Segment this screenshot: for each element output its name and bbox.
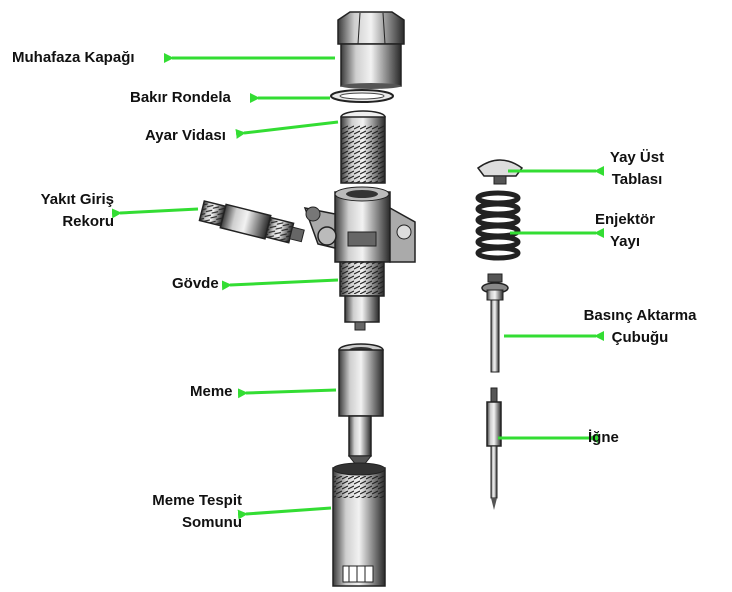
arrow-govde (221, 278, 339, 291)
arrow-meme-tespit (237, 506, 332, 520)
arrow-yakit (111, 207, 199, 219)
label-yay-ust-line1: Yay Üst (609, 149, 665, 166)
label-meme-tespit-line2: Somunu (182, 514, 242, 531)
label-arrows (111, 53, 604, 520)
label-yakit-giris-line1: Yakıt Giriş (40, 191, 114, 208)
label-meme-tespit-line1: Meme Tespit (152, 492, 242, 509)
label-igne: İğne (588, 429, 619, 446)
nozzle-part (338, 343, 384, 471)
nozzle-nut-part (332, 462, 386, 587)
needle-part (486, 387, 502, 510)
label-meme: Meme (190, 383, 233, 400)
label-bakir-rondela: Bakır Rondela (130, 89, 231, 106)
arrow-ayar (235, 120, 339, 139)
copper-washer-part (330, 89, 394, 103)
body-part (303, 186, 416, 331)
label-basinc-line1: Basınç Aktarma (583, 307, 697, 324)
label-ayar-vidasi: Ayar Vidası (145, 127, 226, 144)
arrow-meme (237, 388, 337, 399)
label-yakit-giris-line2: Rekoru (62, 213, 114, 230)
label-enjektor-line2: Yayı (609, 233, 641, 250)
adjusting-screw-part (340, 110, 386, 184)
label-enjektor-line1: Enjektör (594, 211, 655, 228)
label-basinc-line2: Çubuğu (611, 329, 669, 346)
label-yay-ust-line2: Tablası (611, 171, 663, 188)
label-muhafaza-kapagi: Muhafaza Kapağı (12, 49, 135, 66)
label-govde: Gövde (172, 275, 219, 292)
cap-part (337, 11, 405, 89)
injector-spring-part (475, 190, 521, 261)
fuel-inlet-part (198, 200, 337, 246)
push-rod-part (481, 273, 509, 373)
